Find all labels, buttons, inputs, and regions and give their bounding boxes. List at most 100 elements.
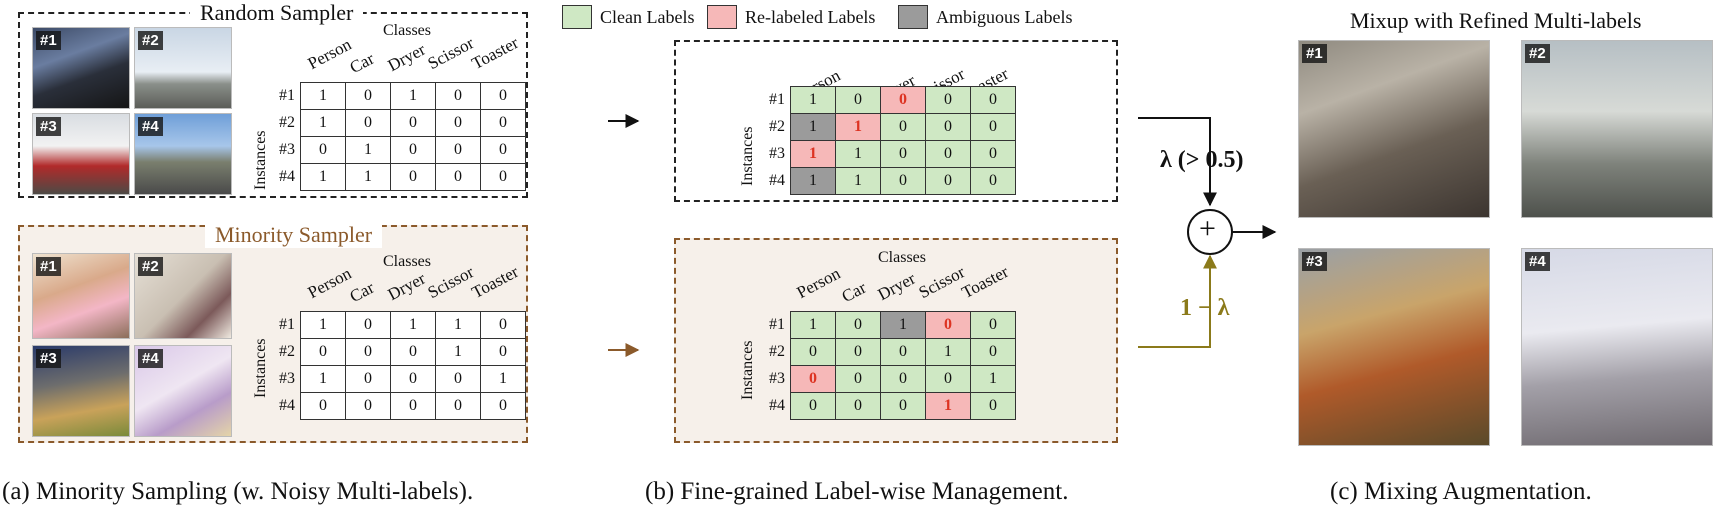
axis-classes: Classes (383, 22, 431, 39)
mixup-image-3: #3 (1298, 248, 1490, 446)
matrix-cell-clean: 0 (970, 338, 1016, 366)
matrix-cell: 1 (300, 109, 346, 137)
matrix-cell-clean: 1 (925, 338, 971, 366)
matrix-cell-clean: 1 (790, 311, 836, 339)
matrix-cell-relab: 1 (790, 140, 836, 168)
relabeled-swatch (707, 5, 737, 29)
matrix-cell: 0 (435, 392, 481, 420)
legend-ambiguous: Ambiguous Labels (898, 5, 1073, 29)
matrix-cell: 0 (345, 338, 391, 366)
row-header: #2 (279, 343, 295, 360)
matrix-cell-clean: 0 (970, 140, 1016, 168)
random-image-4: #4 (134, 113, 232, 195)
matrix-cell-relab: 0 (925, 311, 971, 339)
matrix-cell: 0 (480, 338, 526, 366)
row-header: #3 (769, 370, 785, 387)
matrix-cell: 0 (435, 365, 481, 393)
image-tag: #1 (1302, 44, 1327, 63)
matrix-cell-clean: 0 (880, 167, 926, 195)
image-tag: #1 (36, 257, 61, 276)
axis-classes: Classes (878, 249, 926, 266)
matrix-cell-amb: 1 (880, 311, 926, 339)
mixup-image-4: #4 (1521, 248, 1713, 446)
matrix-cell-relab: 0 (880, 86, 926, 114)
row-header: #1 (769, 316, 785, 333)
refined-random-box (674, 40, 1118, 202)
row-header: #1 (769, 91, 785, 108)
row-header: #3 (279, 141, 295, 158)
matrix-cell: 1 (300, 163, 346, 191)
one-minus-lambda-path (1138, 254, 1217, 348)
axis-classes: Classes (383, 253, 431, 270)
row-header: #3 (279, 370, 295, 387)
image-tag: #3 (1302, 252, 1327, 271)
clean-swatch (562, 5, 592, 29)
row-header: #4 (769, 172, 785, 189)
caption-a: (a) Minority Sampling (w. Noisy Multi-la… (2, 478, 474, 505)
matrix-cell-relab: 1 (835, 113, 881, 141)
matrix-cell-clean: 0 (970, 311, 1016, 339)
legend-relabeled-label: Re-labeled Labels (745, 6, 876, 27)
minority-image-1: #1 (32, 253, 130, 339)
minority-image-4: #4 (134, 345, 232, 437)
caption-c: (c) Mixing Augmentation. (1330, 478, 1592, 505)
matrix-cell-clean: 0 (835, 392, 881, 420)
row-header: #1 (279, 87, 295, 104)
row-header: #4 (769, 397, 785, 414)
matrix-cell: 0 (480, 109, 526, 137)
image-tag: #2 (138, 31, 163, 50)
matrix-cell-clean: 0 (835, 338, 881, 366)
matrix-cell-amb: 1 (790, 167, 836, 195)
mixup-image-1: #1 (1298, 40, 1490, 218)
matrix-cell: 0 (480, 136, 526, 164)
row-header: #3 (769, 145, 785, 162)
matrix-cell-clean: 0 (925, 86, 971, 114)
legend-relabeled: Re-labeled Labels (707, 5, 875, 29)
matrix-cell-clean: 0 (790, 392, 836, 420)
image-tag: #3 (36, 349, 61, 368)
matrix-cell: 0 (345, 82, 391, 110)
row-header: #2 (769, 118, 785, 135)
matrix-cell-clean: 0 (880, 338, 926, 366)
matrix-cell-clean: 0 (925, 113, 971, 141)
plus-sign: + (1199, 212, 1216, 245)
minority-sampler-title: Minority Sampler (205, 222, 383, 248)
ambiguous-swatch (898, 5, 928, 29)
one-minus-lambda-label: 1 − λ (1180, 295, 1230, 321)
matrix-cell-clean: 0 (970, 113, 1016, 141)
image-tag: #4 (138, 117, 163, 136)
matrix-cell-clean: 0 (835, 365, 881, 393)
row-header: #1 (279, 316, 295, 333)
matrix-cell-relab: 0 (790, 365, 836, 393)
matrix-cell: 0 (390, 365, 436, 393)
image-tag: #4 (1525, 252, 1550, 271)
minority-image-3: #3 (32, 345, 130, 437)
matrix-cell-clean: 0 (970, 392, 1016, 420)
matrix-cell-clean: 1 (790, 86, 836, 114)
matrix-cell-relab: 1 (925, 392, 971, 420)
matrix-cell-clean: 0 (925, 365, 971, 393)
row-header: #4 (279, 397, 295, 414)
image-tag: #4 (138, 349, 163, 368)
matrix-cell-clean: 0 (880, 140, 926, 168)
matrix-cell-clean: 0 (880, 365, 926, 393)
matrix-cell: 0 (480, 163, 526, 191)
image-tag: #1 (36, 31, 61, 50)
legend-ambiguous-label: Ambiguous Labels (936, 6, 1073, 27)
matrix-cell: 0 (480, 392, 526, 420)
matrix-cell: 1 (300, 365, 346, 393)
matrix-cell-clean: 0 (925, 140, 971, 168)
image-tag: #2 (138, 257, 163, 276)
random-image-3: #3 (32, 113, 130, 195)
minority-image-2: #2 (134, 253, 232, 339)
